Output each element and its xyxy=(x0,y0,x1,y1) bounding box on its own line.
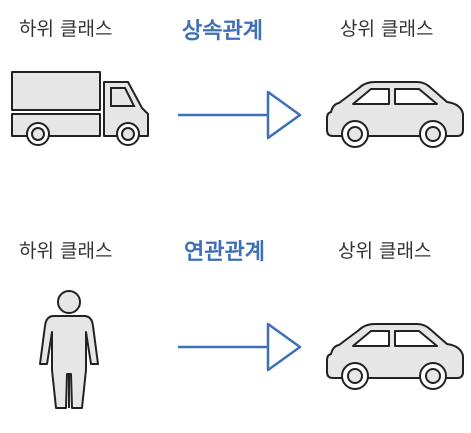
truck-icon xyxy=(10,70,152,150)
row2-relation-label: 연관관계 xyxy=(184,240,265,265)
car-icon xyxy=(323,76,466,151)
row1-superclass-label: 상위 클래스 xyxy=(340,18,434,40)
car-icon xyxy=(323,318,466,393)
association-arrow xyxy=(178,322,302,372)
row1-subclass-label: 하위 클래스 xyxy=(19,18,113,40)
inheritance-arrow xyxy=(178,90,302,140)
person-icon xyxy=(38,288,100,413)
row2-subclass-label: 하위 클래스 xyxy=(19,240,113,262)
row1-relation-label: 상속관계 xyxy=(182,19,263,44)
row2-superclass-label: 상위 클래스 xyxy=(338,240,432,262)
